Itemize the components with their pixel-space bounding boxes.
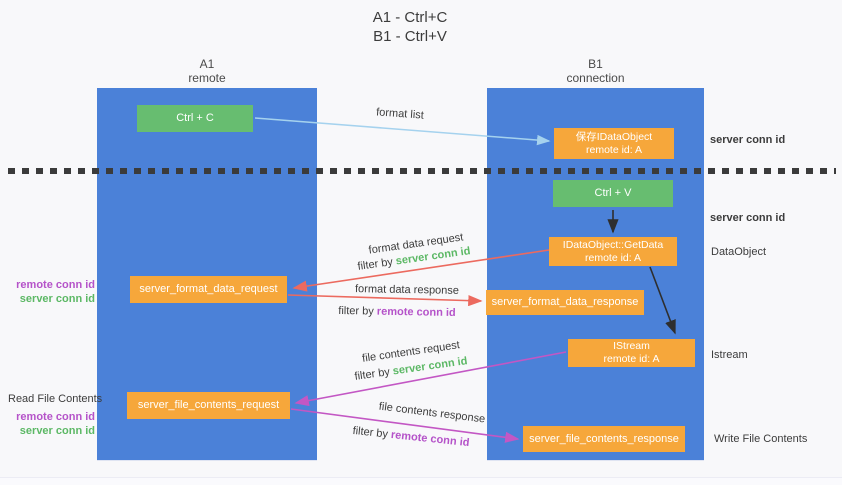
node-istream-line1: IStream (613, 340, 650, 352)
title-line-1: A1 - Ctrl+C (372, 9, 448, 26)
node-ctrl-c: Ctrl + C (137, 105, 253, 132)
bottom-edge-strip (0, 477, 842, 485)
node-istream-line2: remote id: A (603, 353, 660, 365)
node-idataobject-getdata: IDataObject::GetData remote id: A (549, 237, 677, 266)
left-conn-id-labels-top: remote conn id server conn id (10, 278, 95, 306)
node-format-response-label: server_format_data_response (491, 296, 639, 308)
node-file-request-label: server_file_contents_request (137, 399, 280, 411)
node-istream: IStream remote id: A (568, 339, 695, 367)
label-format-data-response: format data response (354, 283, 460, 297)
node-ctrl-v-label: Ctrl + V (594, 187, 632, 199)
node-server-format-data-response: server_format_data_response (486, 290, 644, 315)
label-read-file-contents: Read File Contents (8, 393, 103, 405)
lifeline-b1-title: B1 (588, 57, 603, 71)
label-istream: Istream (711, 349, 748, 361)
node-save-idataobject-line2: remote id: A (585, 143, 643, 156)
label-write-file-contents: Write File Contents (714, 433, 808, 445)
left-server-conn-id-1: server conn id (19, 293, 95, 305)
right-server-conn-id-mid: server conn id (710, 212, 786, 224)
lifeline-header-connection: B1 connection (487, 57, 704, 85)
remote-conn-id-text: remote conn id (376, 305, 456, 320)
arrow-format-data-request (292, 249, 550, 292)
arrow-format-data-response (287, 294, 483, 307)
node-format-request-label: server_format_data_request (139, 283, 278, 295)
diagram-title: A1 - Ctrl+C B1 - Ctrl+V (310, 8, 510, 46)
lifeline-header-remote: A1 remote (97, 57, 317, 85)
left-conn-id-labels-bottom: remote conn id server conn id (10, 410, 95, 438)
node-ctrl-v: Ctrl + V (553, 180, 673, 207)
title-line-2: B1 - Ctrl+V (373, 28, 447, 45)
node-server-format-data-request: server_format_data_request (130, 276, 287, 303)
arrow-file-contents-response (290, 408, 520, 443)
left-server-conn-id-2: server conn id (19, 425, 95, 437)
node-getdata-line2: remote id: A (584, 251, 642, 264)
right-server-conn-id-top: server conn id (710, 134, 786, 146)
node-server-file-contents-response: server_file_contents_response (523, 426, 685, 452)
arrow-file-contents-request (294, 351, 567, 407)
node-save-idataobject-line1: 保存IDataObject (575, 130, 653, 143)
arrow-format-list (254, 117, 551, 146)
lifeline-b1-subtitle: connection (566, 71, 625, 85)
label-dataobject: DataObject (711, 246, 767, 258)
lifeline-a1-subtitle: remote (188, 71, 226, 85)
filter-by-text: filter by (338, 304, 374, 318)
node-save-idataobject: 保存IDataObject remote id: A (554, 128, 674, 159)
node-server-file-contents-request: server_file_contents_request (127, 392, 290, 419)
node-getdata-line1: IDataObject::GetData (562, 238, 664, 251)
left-remote-conn-id-2: remote conn id (16, 411, 95, 423)
left-remote-conn-id-1: remote conn id (16, 279, 95, 291)
arrow-getdata-to-istream (649, 266, 676, 335)
node-ctrl-c-label: Ctrl + C (176, 112, 214, 124)
lifeline-a1-title: A1 (199, 57, 215, 71)
node-file-response-label: server_file_contents_response (529, 432, 679, 445)
